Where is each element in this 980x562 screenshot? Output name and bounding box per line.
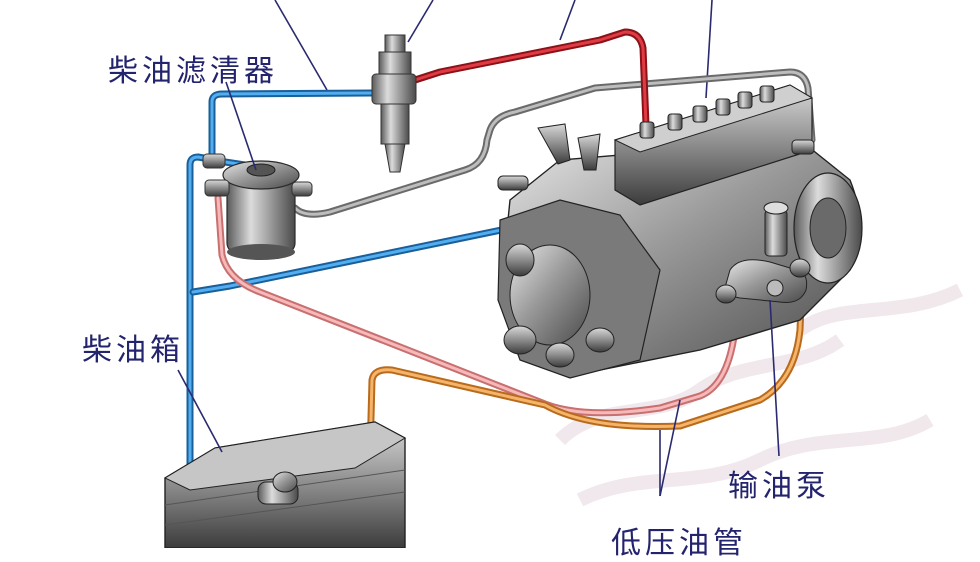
supply-pipe-blue: [186, 153, 219, 474]
fuel-tank-icon: [163, 421, 407, 548]
label-fuel-filter: 柴油滤清器: [108, 54, 278, 89]
high-pressure-pipe: [411, 28, 650, 129]
fuel-system-diagram: [163, 0, 964, 548]
leader-lines: [177, 81, 780, 497]
fuel-filter-icon: [202, 153, 313, 260]
injection-pump-icon: [497, 84, 863, 379]
label-low-pressure-pipe: 低压油管: [611, 526, 747, 561]
feed-pump-icon: [715, 201, 811, 304]
label-fuel-tank: 柴油箱: [82, 333, 184, 368]
label-feed-pump: 输油泵: [728, 469, 830, 504]
injector-icon: [371, 34, 417, 173]
leader-lines-top: [274, 0, 713, 99]
